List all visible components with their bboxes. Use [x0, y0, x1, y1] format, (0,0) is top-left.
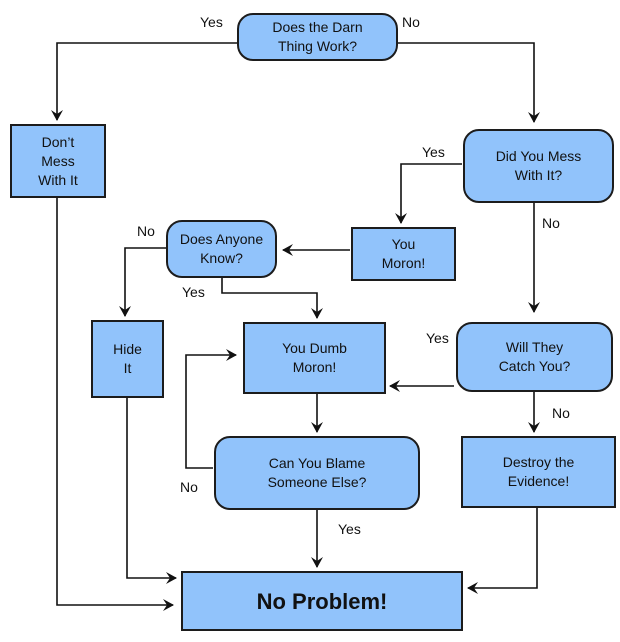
- node-will-they-catch-you: Will They Catch You?: [456, 322, 613, 392]
- node-can-you-blame: Can You Blame Someone Else?: [214, 436, 420, 510]
- node-you-moron: You Moron!: [351, 227, 456, 281]
- node-no-problem: No Problem!: [181, 571, 463, 631]
- edge-destroy-final: [467, 508, 538, 594]
- edge-anyone-no: [119, 247, 167, 317]
- edge-mess-yes: [395, 163, 462, 224]
- node-does-anyone-know: Does Anyone Know?: [166, 220, 277, 278]
- label-mess-yes: Yes: [422, 144, 445, 160]
- label-work-yes: Yes: [200, 14, 223, 30]
- node-hide-it: Hide It: [91, 320, 164, 398]
- node-you-dumb-moron: You Dumb Moron!: [243, 322, 386, 394]
- node-did-you-mess: Did You Mess With It?: [463, 129, 614, 203]
- edge-work-yes: [51, 42, 237, 121]
- node-dont-mess-with-it: Don’t Mess With It: [10, 124, 106, 198]
- label-blame-no: No: [180, 479, 198, 495]
- edge-dont-final: [56, 198, 174, 611]
- label-catch-no: No: [552, 405, 570, 421]
- edge-hide-final: [126, 398, 177, 584]
- edge-work-no: [398, 42, 540, 123]
- label-anyone-no: No: [137, 223, 155, 239]
- label-work-no: No: [402, 14, 420, 30]
- label-blame-yes: Yes: [338, 521, 361, 537]
- node-destroy-evidence: Destroy the Evidence!: [461, 436, 616, 508]
- node-does-it-work: Does the Darn Thing Work?: [237, 13, 398, 61]
- edge-blame-no: [185, 349, 237, 469]
- label-mess-no: No: [542, 215, 560, 231]
- edge-anyone-yes: [221, 278, 323, 319]
- label-anyone-yes: Yes: [182, 284, 205, 300]
- label-catch-yes: Yes: [426, 330, 449, 346]
